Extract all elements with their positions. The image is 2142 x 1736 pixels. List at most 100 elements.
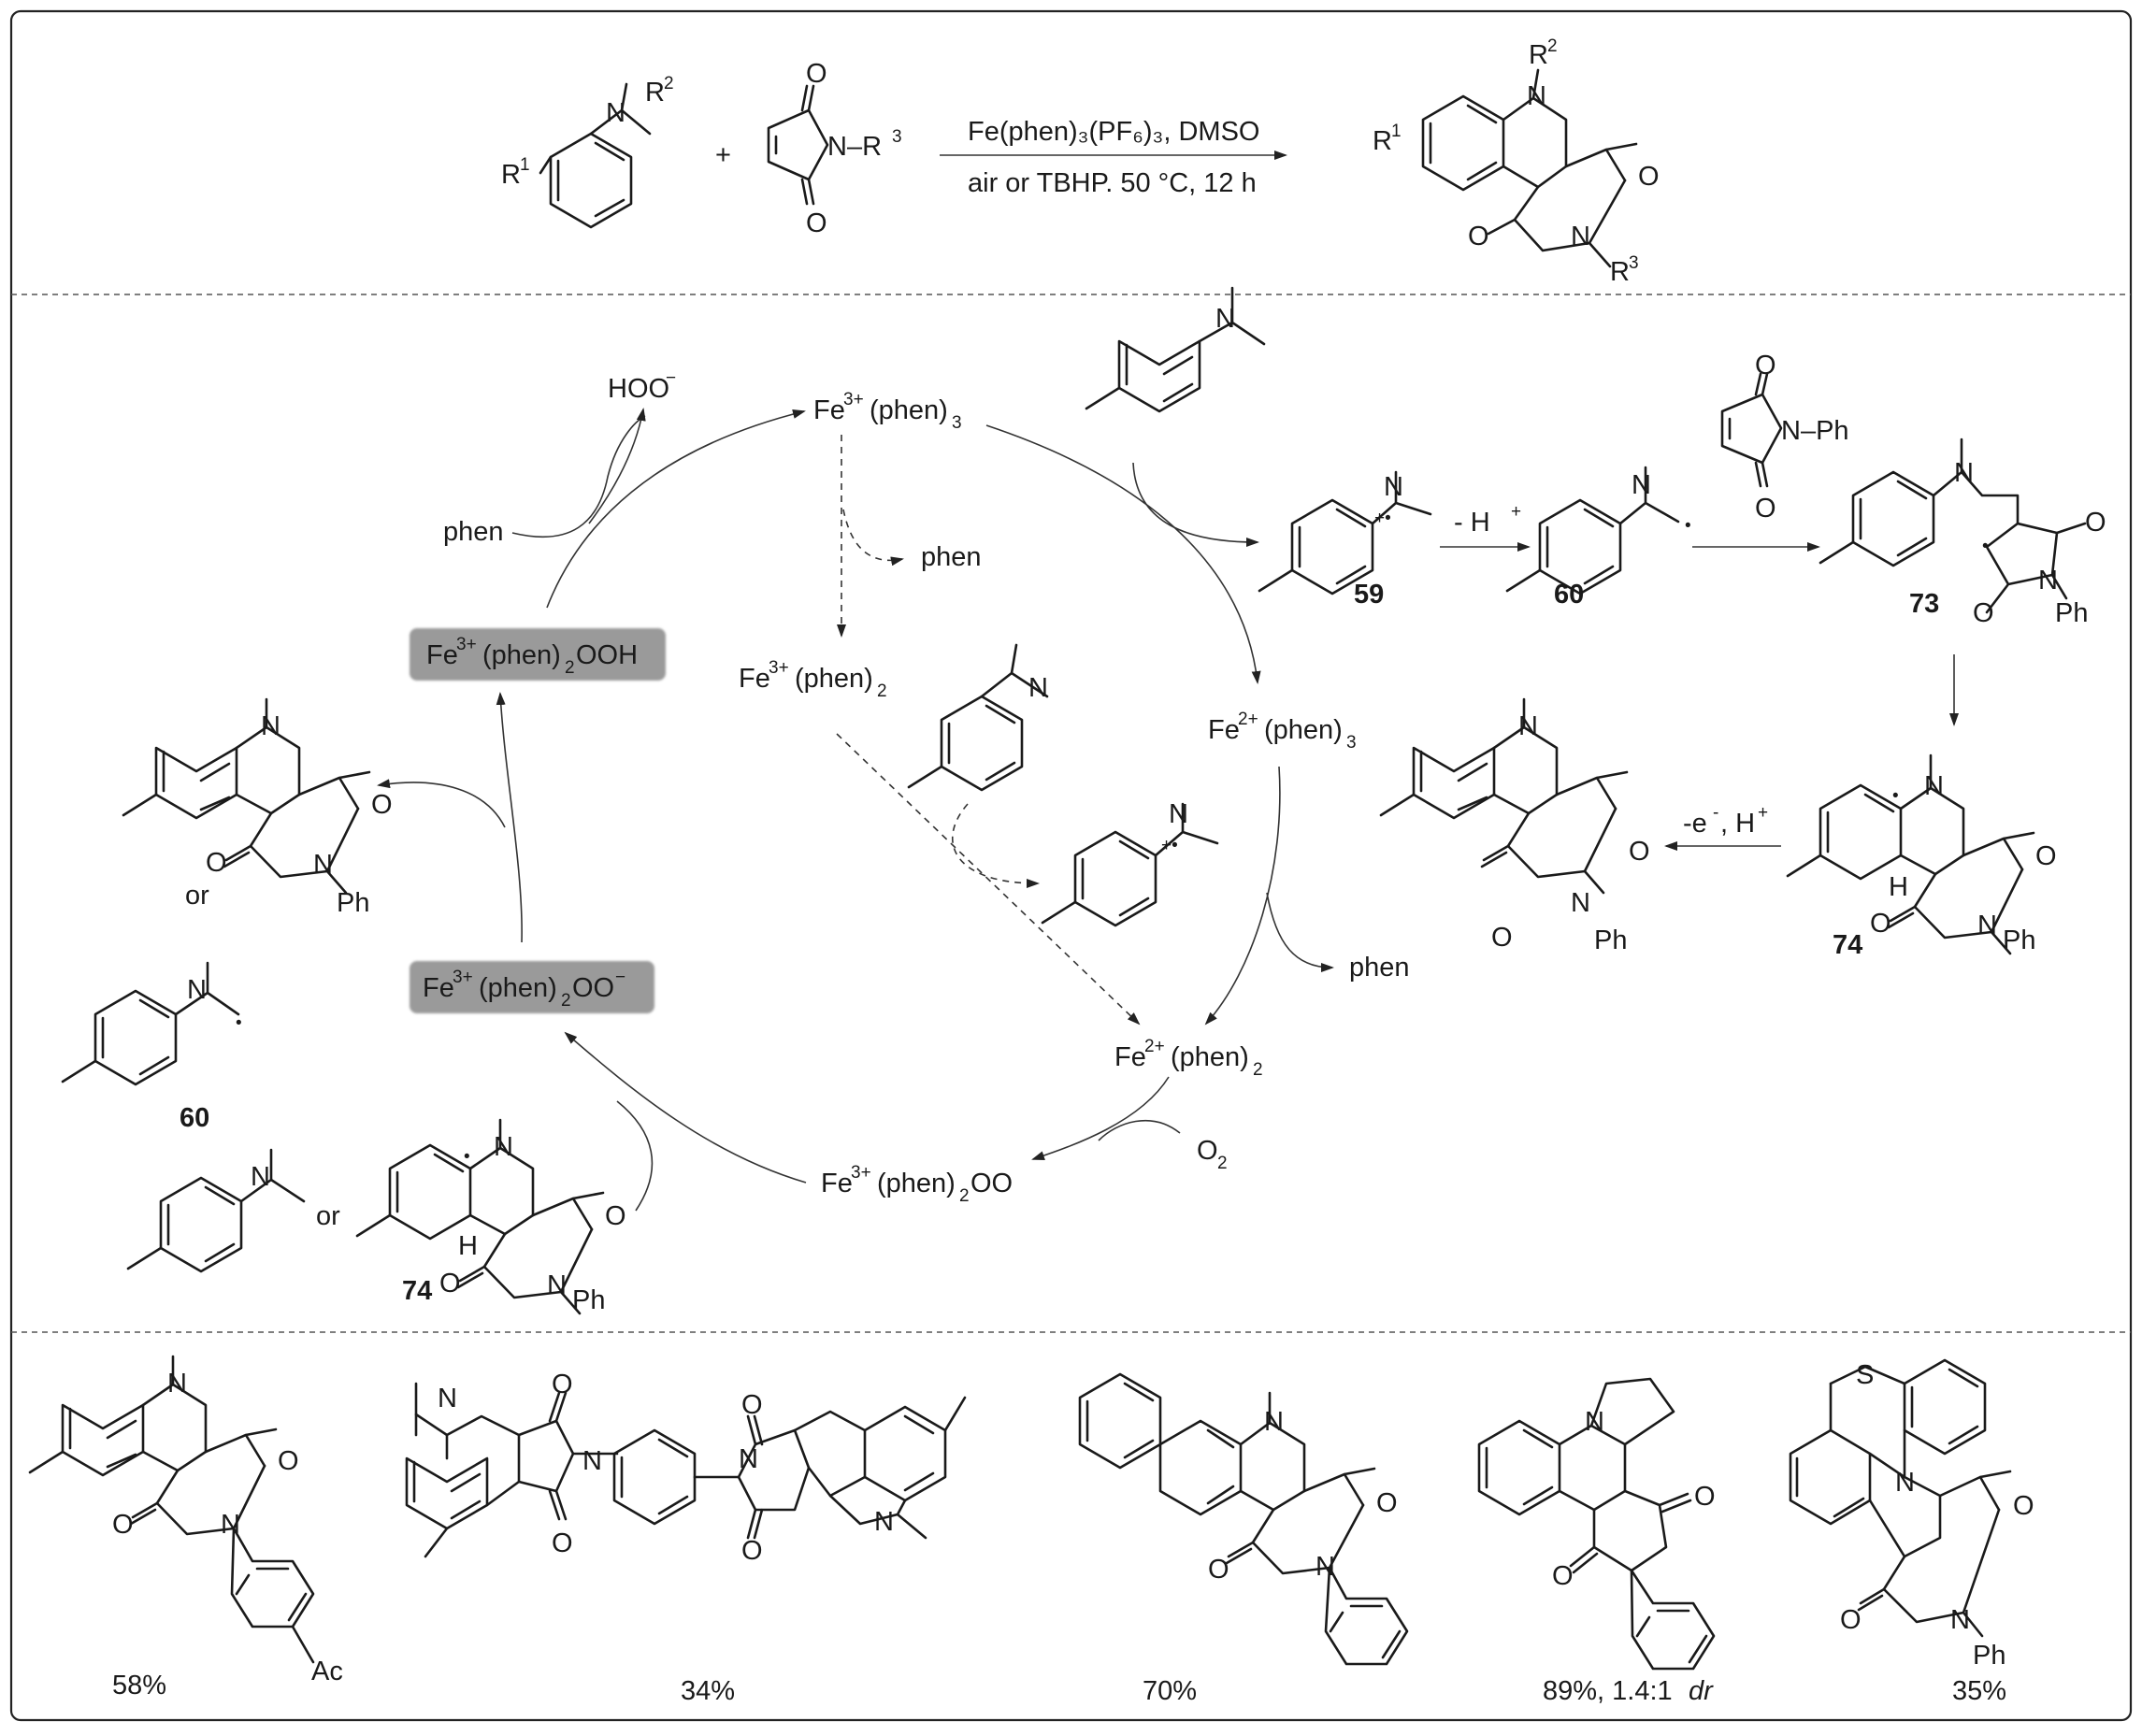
minus-e-label: -e [1683, 809, 1707, 839]
product-general: N R 2 R 1 O O N R 3 [1373, 36, 1660, 287]
radical-74-bottom-o1: O [605, 1201, 626, 1231]
fe2-phen2-rest: (phen) [1171, 1042, 1249, 1072]
fe3-phen2-ooh-sub: 2 [565, 658, 575, 678]
minus-h-sup: + [1511, 502, 1521, 522]
right-product-n2: N [1571, 888, 1590, 918]
hoo-out-arrow [588, 408, 646, 524]
fe3-phen2-ooh-rest: (phen) [482, 640, 561, 670]
or-label-2: or [316, 1201, 340, 1231]
fe2-phen2-fe: Fe [1114, 1042, 1146, 1072]
arc-ooh-to-fe3phen3 [546, 409, 806, 609]
fe3-phen2-oo-sub: 2 [959, 1186, 970, 1206]
radical-74-bottom-n2: N [547, 1270, 567, 1300]
ex1-o1: O [278, 1446, 299, 1476]
fe3-phen3-species: Fe 3+ (phen) 3 [813, 390, 962, 433]
phen-in-arrow [511, 415, 646, 538]
catalytic-cycle: HOO − Fe 3+ (phen) 3 phen Fe 3+ (phen) 2… [61, 286, 2106, 1315]
product-examples: N O O N Ac 58% N N O [28, 1355, 2034, 1706]
arc-oominus-to-ooh [496, 692, 523, 943]
radical-cation-59-charge: +• [1374, 509, 1391, 528]
right-product-ph: Ph [1594, 925, 1627, 955]
ex1-n: N [167, 1369, 187, 1399]
arc-fe3phen2oo-to-oominus [564, 1031, 807, 1184]
product-r1-sup: 1 [1391, 122, 1402, 141]
product-r3-label: R [1610, 257, 1630, 287]
amine-r2-sup: 2 [664, 74, 674, 93]
ex3-n2: N [1315, 1552, 1335, 1582]
fe2-phen2-species: Fe 2+ (phen) 2 [1114, 1037, 1263, 1080]
arc-fe2phen3-to-fe2phen2 [1204, 766, 1281, 1026]
fe2-phen3-species: Fe 2+ (phen) 3 [1208, 710, 1357, 753]
left-product-o2: O [206, 848, 227, 878]
conditions-top: Fe(phen)₃(PF₆)₃, DMSO [968, 117, 1259, 147]
fe3-phen2-oo-fe: Fe [821, 1169, 853, 1198]
dma-top-right-n: N [1215, 304, 1235, 334]
yield-2: 34% [681, 1676, 735, 1706]
fe3-phen3-rest: (phen) [870, 395, 948, 425]
ex5-n: N [1895, 1468, 1915, 1498]
ex5-s: S [1856, 1360, 1874, 1390]
radical-73-dot: • [1982, 537, 1989, 556]
set-arrow-top [1132, 462, 1259, 547]
radical-60-right: N • 60 [1505, 466, 1691, 610]
label-60-left: 60 [180, 1103, 209, 1133]
cycle-product-left: N O O N Ph [122, 697, 393, 918]
dma-center-n: N [1028, 673, 1048, 703]
minus-e-sup: - [1713, 803, 1718, 823]
label-74-right: 74 [1833, 930, 1862, 960]
example-product-4: N O O 89%, 1.4:1 dr [1477, 1377, 1716, 1706]
ex2-n1: N [438, 1384, 457, 1413]
ex3-o2: O [1208, 1555, 1229, 1585]
fe3-phen2-species: Fe 3+ (phen) 2 [739, 658, 887, 701]
fe2-phen3-fe: Fe [1208, 715, 1240, 745]
fe3-phen2-oo-tail: OO [970, 1169, 1013, 1198]
radical-74-right: N • H O O N Ph 74 [1786, 753, 2057, 960]
ex4-o2: O [1552, 1561, 1574, 1591]
dashed-phen-loss [842, 509, 904, 567]
conditions-bottom: air or TBHP. 50 °C, 12 h [968, 168, 1257, 198]
radical-73-o1: O [2085, 508, 2106, 538]
radical-73-n: N [1954, 458, 1974, 488]
ex2-n4: N [874, 1507, 894, 1537]
radical-74-right-dot: • [1892, 786, 1899, 806]
reductant-in-arrow [616, 1100, 654, 1212]
example-product-5: S N O O N Ph 35% [1789, 1358, 2034, 1706]
fe2-phen3-sub: 3 [1346, 733, 1357, 753]
fe3-phen2-oo-rest: (phen) [877, 1169, 956, 1198]
radical-60-left: N • 60 [61, 961, 242, 1133]
hoo-sup: − [666, 368, 676, 388]
yield-5: 35% [1952, 1676, 2006, 1706]
maleimide-r3-sup: 3 [892, 127, 902, 147]
radical-74-bottom-dot: • [464, 1147, 470, 1167]
arrow-phen-loss-2 [1266, 892, 1334, 972]
fe3-phen2-oo-minus-sup: 3+ [453, 968, 473, 987]
minus-e-rest: , H [1720, 809, 1755, 839]
right-product-n: N [1518, 711, 1538, 741]
npm-n-ph: N–Ph [1781, 416, 1849, 446]
o2-in-arrow [1098, 1119, 1181, 1141]
product-o-left: O [1468, 222, 1489, 251]
left-product-n: N [261, 711, 280, 741]
or-label-1: or [185, 881, 209, 911]
arc-fe2phen2-to-fe3phen2oo [1031, 1076, 1170, 1160]
amine-n-label: N [606, 98, 625, 128]
label-73: 73 [1909, 589, 1939, 619]
left-product-n2: N [313, 850, 333, 880]
radical-74-right-n2: N [1977, 911, 1997, 940]
radical-74-bottom: N • H O O N Ph 74 [355, 1118, 626, 1315]
radical-cation-59-n: N [1384, 472, 1403, 502]
radical-74-bottom-n: N [494, 1132, 513, 1162]
amine-r1-label: R [501, 160, 521, 190]
hoo-label: HOO [608, 374, 669, 404]
dma-bottom-left-n: N [251, 1162, 270, 1192]
radical-74-bottom-o2: O [439, 1269, 461, 1298]
minus-h-label: - H [1454, 508, 1490, 538]
radical-60-right-dot: • [1685, 516, 1691, 536]
dashed-fe3phen2-to-fe2phen2 [836, 733, 1141, 1026]
radical-60-right-n: N [1632, 470, 1651, 500]
radical-73-n2: N [2038, 566, 2058, 595]
fe3-phen3-sup: 3+ [843, 390, 864, 409]
product-r2-sup: 2 [1547, 36, 1558, 56]
